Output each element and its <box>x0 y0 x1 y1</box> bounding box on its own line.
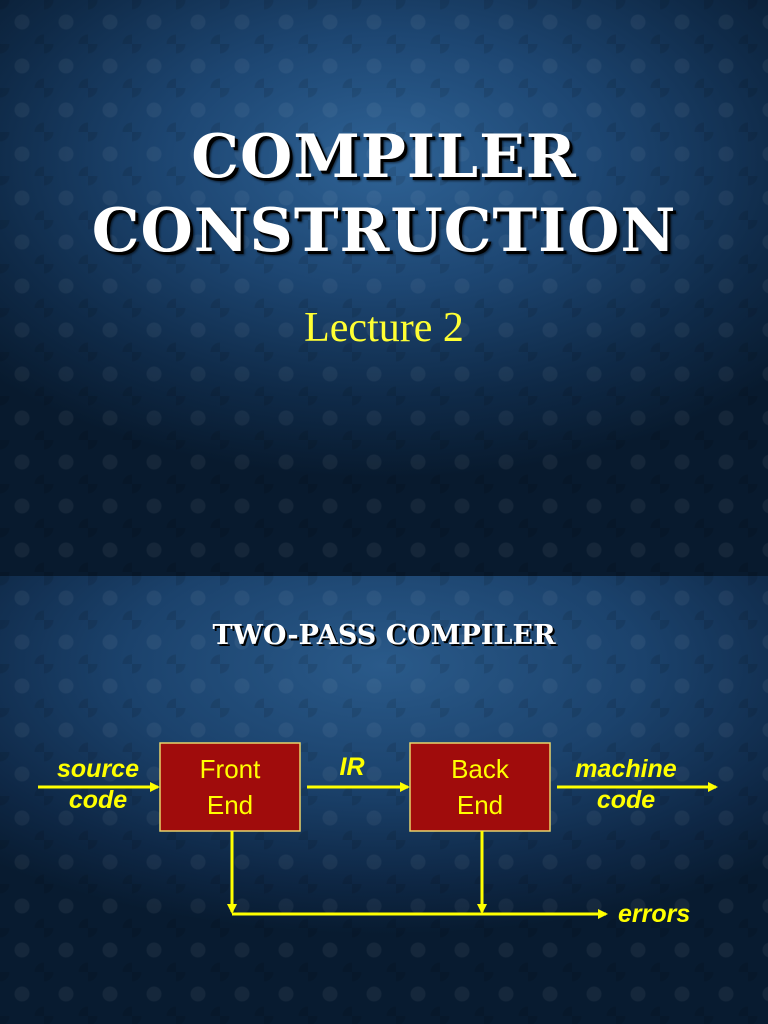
back-end-label-line-1: Back <box>451 754 510 784</box>
front-end-label-line-1: Front <box>200 754 261 784</box>
slide-2: TWO-PASS COMPILER source code Front End … <box>0 576 768 1024</box>
ir-label: IR <box>340 753 365 781</box>
slide-1: COMPILER CONSTRUCTION Lecture 2 <box>0 0 768 576</box>
slide-title-line-1: COMPILER <box>191 122 577 192</box>
slide-title-line-2: CONSTRUCTION <box>91 196 677 266</box>
output-label-line-1: machine <box>575 755 677 783</box>
front-end-label-line-2: End <box>207 790 253 820</box>
input-label-line-2: code <box>69 786 127 814</box>
front-end-box <box>159 742 301 832</box>
two-pass-compiler-diagram: source code Front End IR Back End machin… <box>38 742 718 928</box>
slide-2-title: TWO-PASS COMPILER <box>212 620 556 651</box>
damask-pattern <box>0 0 768 576</box>
back-end-box <box>409 742 551 832</box>
input-label-line-1: source <box>57 755 139 783</box>
back-end-label-line-2: End <box>457 790 503 820</box>
output-label-line-2: code <box>597 786 655 814</box>
errors-label: errors <box>618 900 690 928</box>
slide-subtitle: Lecture 2 <box>304 305 464 351</box>
